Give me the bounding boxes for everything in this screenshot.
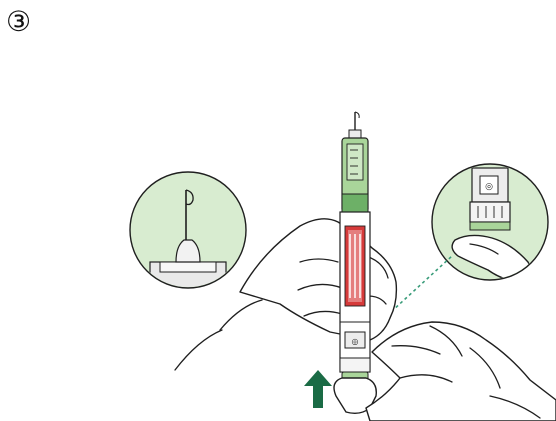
- up-arrow-icon: [304, 370, 332, 408]
- svg-text:◎: ◎: [352, 337, 359, 346]
- svg-text:◎: ◎: [485, 182, 493, 192]
- insulin-pen: ◎: [340, 112, 370, 380]
- dose-window-detail-icon: ◎: [432, 164, 548, 282]
- needle-detail-icon: [130, 172, 246, 292]
